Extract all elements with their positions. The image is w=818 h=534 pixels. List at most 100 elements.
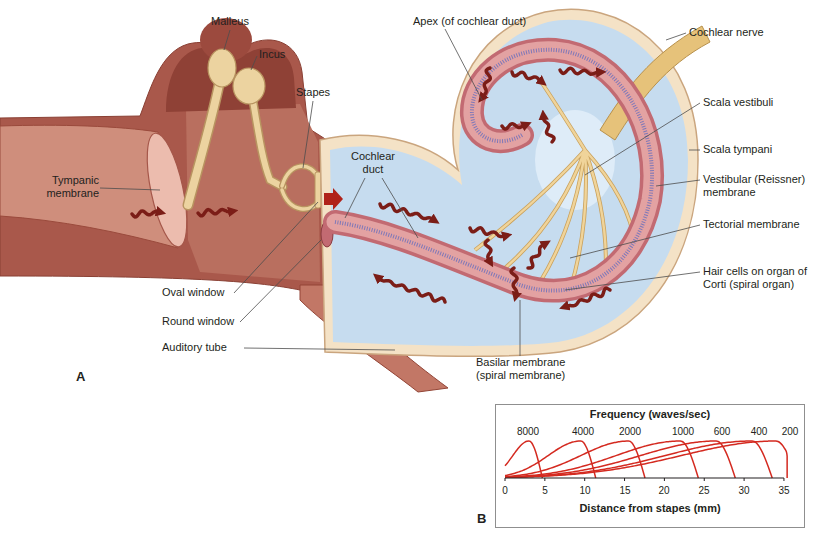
- x-axis: [505, 477, 784, 478]
- panel-letter: B: [477, 512, 497, 525]
- part-label: Hair cells on organ of Corti (spiral org…: [703, 265, 815, 291]
- stapes-crura: [282, 166, 318, 209]
- sound-wave-arrow: [502, 124, 524, 129]
- stapes-outline: [282, 166, 318, 209]
- malleus-outline: [188, 80, 220, 205]
- part-label: Cochlear duct: [348, 150, 398, 176]
- axis-tick-label: 35: [769, 484, 799, 497]
- axis-tick-label: 25: [689, 484, 719, 497]
- part-label: Cochlear nerve: [689, 26, 799, 39]
- leader-line: [244, 348, 395, 350]
- sound-wave-arrow: [379, 279, 445, 302]
- frequency-value: 2000: [610, 425, 650, 438]
- leader-line: [303, 101, 313, 168]
- part-label: Incus: [259, 48, 309, 61]
- temporal-tissue: [0, 40, 332, 290]
- axis-tick: [584, 478, 585, 481]
- sound-wave-arrow: [485, 240, 491, 260]
- axis-tick: [624, 478, 625, 481]
- axis-tick: [744, 478, 745, 481]
- part-label: Oval window: [162, 286, 252, 299]
- sound-wave-arrow: [560, 68, 598, 74]
- axis-tick: [783, 478, 784, 481]
- leader-line: [224, 30, 230, 50]
- sound-wave-arrow: [528, 245, 544, 268]
- part-label: Basilar membrane (spiral membrane): [476, 356, 576, 382]
- organ-of-corti: [335, 50, 652, 291]
- leader-line: [689, 150, 700, 151]
- axis-tick-label: 0: [490, 484, 520, 497]
- leader-line: [100, 188, 160, 190]
- cochlea-bone: [320, 9, 698, 356]
- part-label: Apex (of cochlear duct): [413, 15, 563, 28]
- frequency-value: 4000: [563, 425, 603, 438]
- leader-line: [345, 178, 418, 238]
- part-label: Scala vestibuli: [703, 96, 813, 109]
- sound-wave-arrow: [511, 268, 517, 294]
- part-label: Tectorial membrane: [703, 218, 815, 231]
- response-curve: [505, 441, 645, 478]
- axis-tick: [544, 478, 545, 481]
- stapes-footplate: [315, 172, 321, 208]
- leader-line: [445, 29, 482, 100]
- frequency-chart-panel: Frequency (waves/sec) Distance from stape…: [495, 404, 805, 528]
- part-label: Stapes: [288, 86, 338, 99]
- part-label: Scala tympani: [703, 143, 813, 156]
- frequency-value: 1000: [663, 425, 703, 438]
- leader-line: [251, 56, 257, 70]
- cochlear-duct: [335, 50, 652, 291]
- leader-lines: [100, 29, 700, 356]
- axis-tick: [505, 478, 506, 481]
- perilymph-fluid: [330, 20, 688, 346]
- sound-wave-arrow: [483, 68, 490, 96]
- sound-wave-arrow: [470, 228, 504, 237]
- sound-wave-arrow: [567, 288, 610, 306]
- wave-arrows: [132, 68, 610, 306]
- frequency-value: 200: [770, 425, 810, 438]
- panel-heading: Frequency (waves/sec): [496, 408, 804, 421]
- sound-wave-arrow: [132, 211, 158, 217]
- leader-line: [570, 225, 700, 258]
- incus-outline: [252, 95, 283, 187]
- leader-line: [565, 272, 700, 290]
- incus-body: [233, 68, 265, 104]
- response-curve: [505, 441, 787, 478]
- part-label: Round window: [162, 315, 252, 328]
- axis-tick-label: 10: [570, 484, 600, 497]
- part-label: Auditory tube: [162, 341, 252, 354]
- leader-line: [656, 180, 700, 186]
- axis-tick: [704, 478, 705, 481]
- leader-line: [585, 103, 700, 175]
- cochlear-duct-wall: [335, 50, 652, 291]
- incus-process: [252, 95, 283, 187]
- axis-tick: [664, 478, 665, 481]
- axis-tick-label: 30: [729, 484, 759, 497]
- malleus-handle: [188, 80, 220, 205]
- panel-heading: Distance from stapes (mm): [496, 502, 804, 515]
- sound-wave-arrow: [543, 118, 554, 142]
- panel-letter: A: [76, 370, 96, 383]
- part-label: Tympanic membrane: [37, 174, 99, 200]
- axis-tick-label: 20: [649, 484, 679, 497]
- frequency-value: 400: [739, 425, 779, 438]
- leader-line: [520, 300, 521, 356]
- leader-line: [240, 240, 321, 322]
- response-curve: [505, 441, 698, 478]
- frequency-value: 600: [702, 425, 742, 438]
- sound-wave-arrow: [512, 72, 540, 80]
- malleus-head: [208, 49, 236, 87]
- sound-wave-arrow: [198, 210, 230, 216]
- sound-wave-arrow: [380, 204, 433, 219]
- axis-tick-label: 5: [530, 484, 560, 497]
- part-label: Malleus: [200, 15, 260, 28]
- leader-line: [666, 33, 686, 40]
- response-curve: [505, 441, 772, 478]
- oval-window-arrow: [324, 188, 343, 210]
- leader-line: [234, 202, 318, 293]
- part-label: Vestibular (Reissner) membrane: [703, 173, 815, 199]
- frequency-value: 8000: [508, 425, 548, 438]
